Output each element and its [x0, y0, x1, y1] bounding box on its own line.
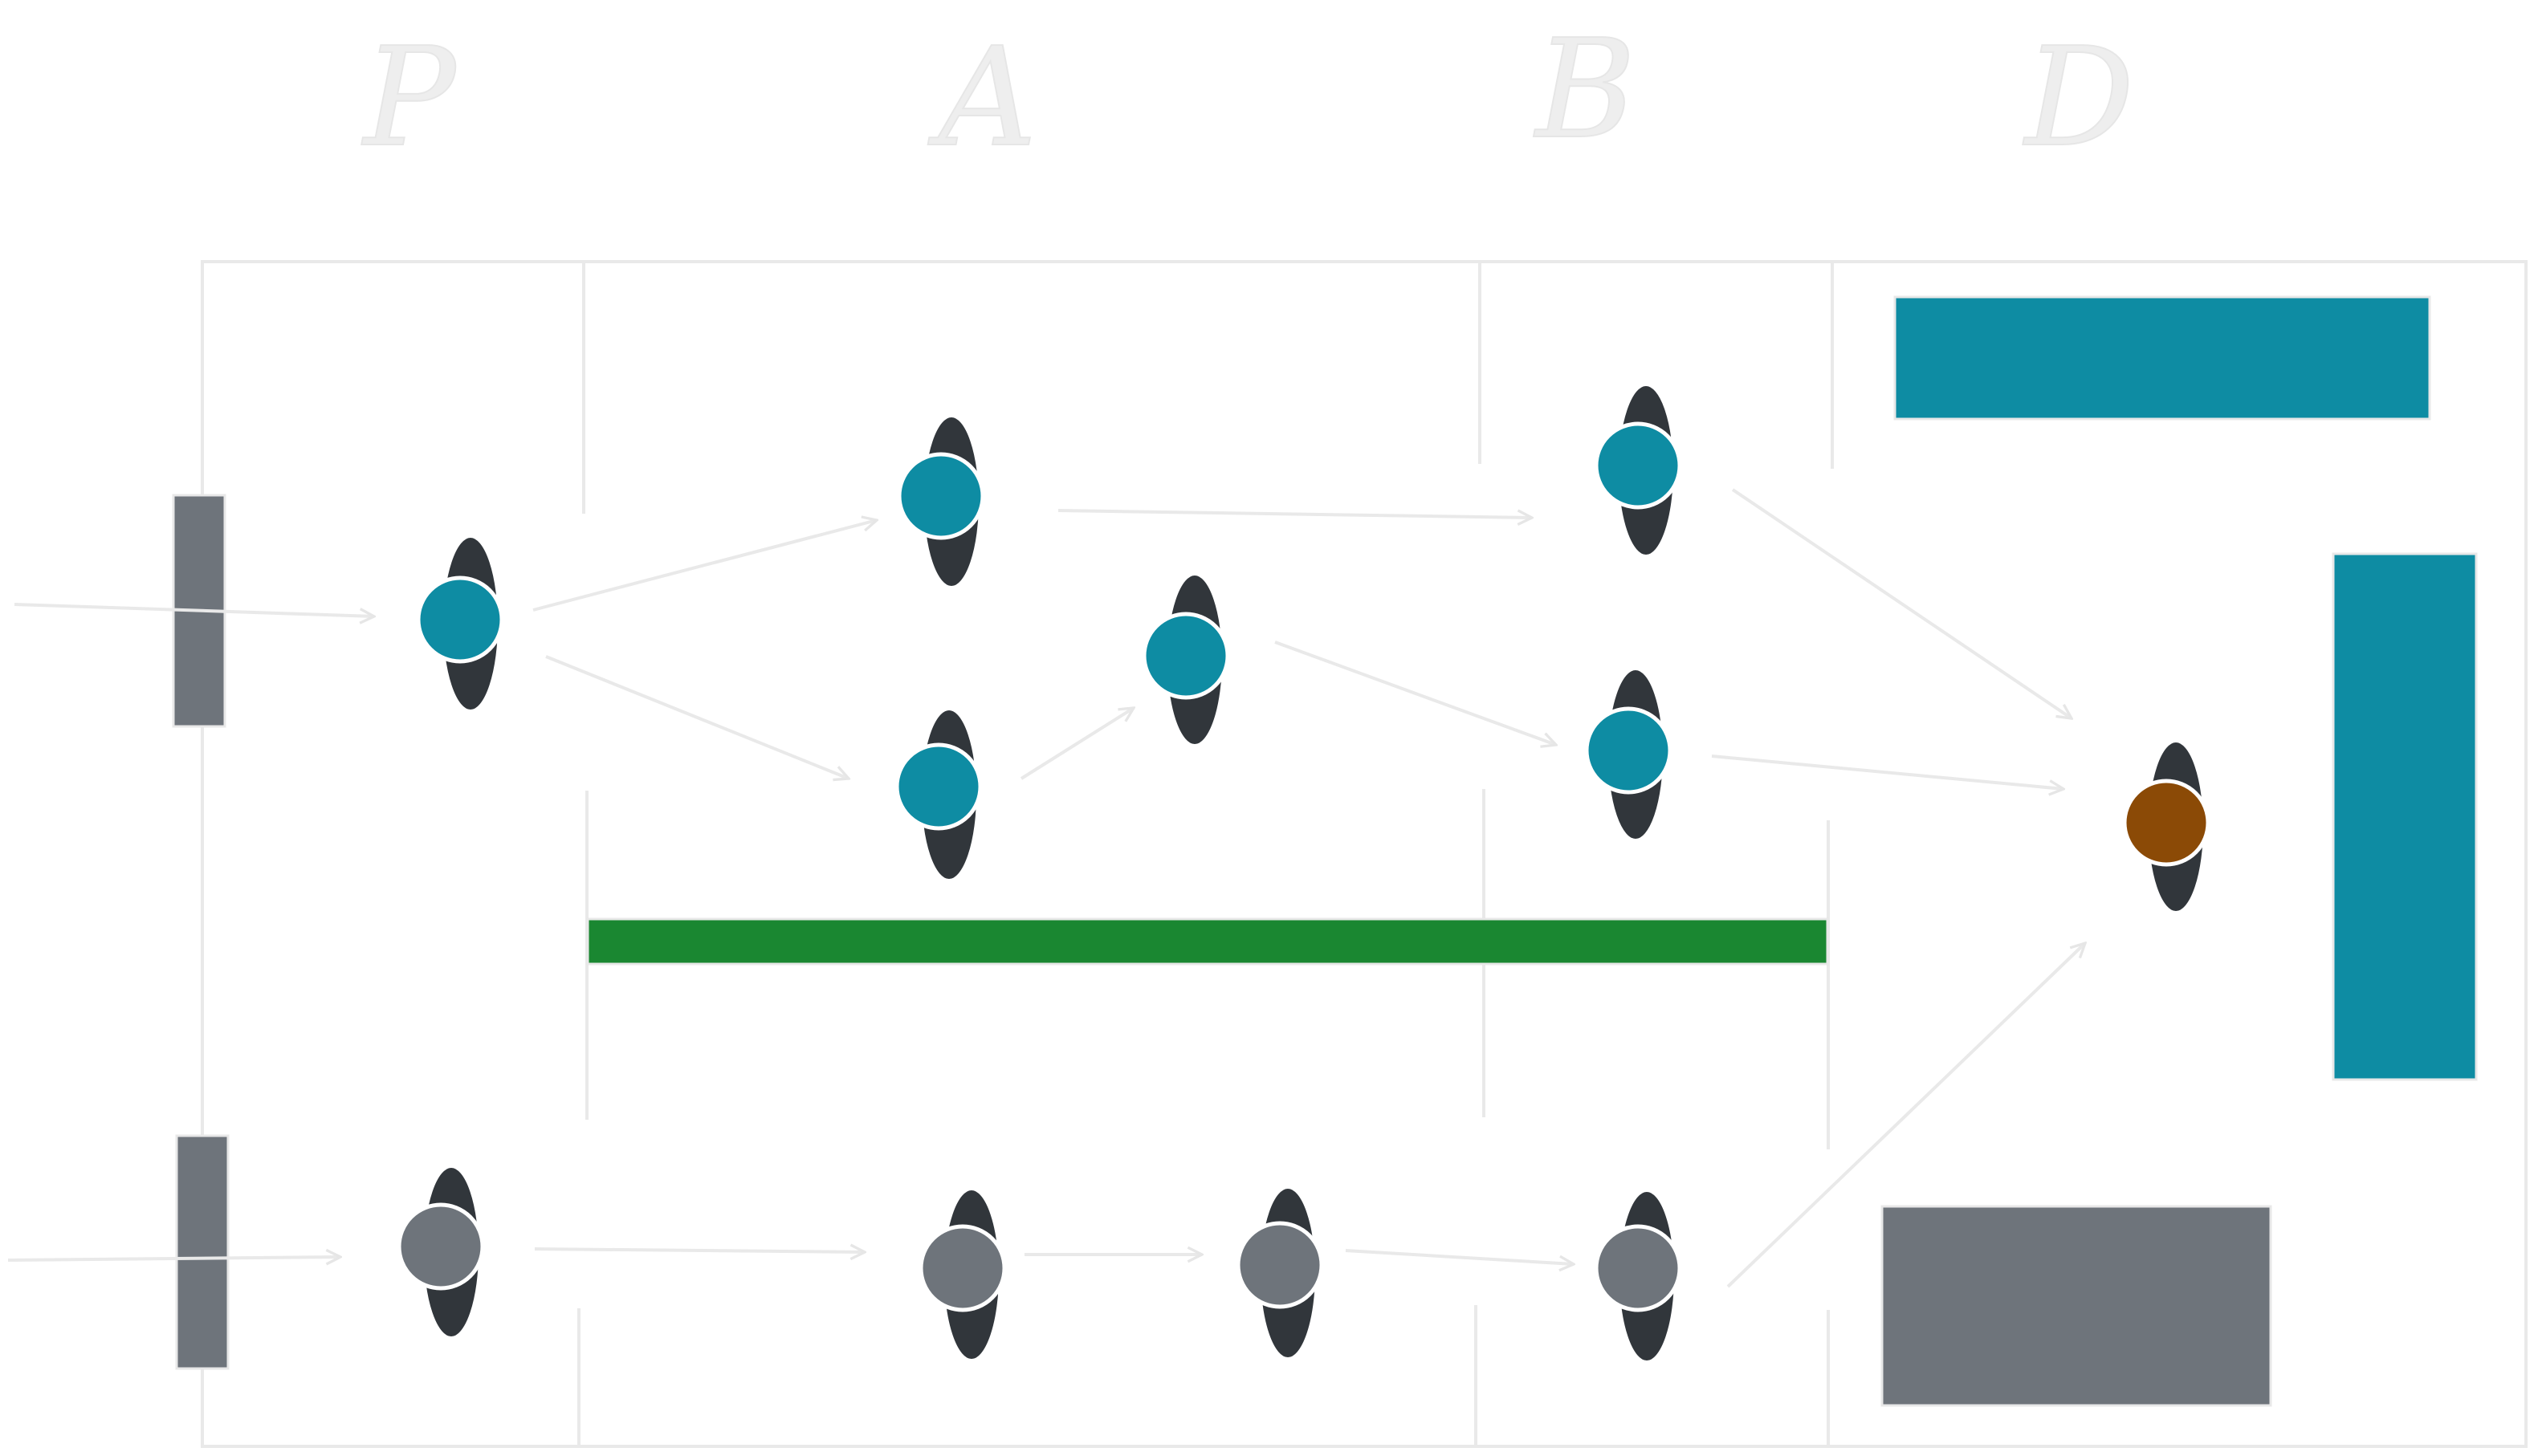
figure-head — [1142, 612, 1230, 700]
figure-head — [1584, 706, 1672, 795]
figure-b-bottom — [1594, 1189, 1682, 1364]
figure-a-bottom-2 — [1236, 1186, 1324, 1360]
figure-head — [1594, 421, 1682, 510]
column-labels: P A B D — [361, 10, 2135, 178]
d-block-bottom — [1880, 1205, 2272, 1407]
d-block-right — [2332, 552, 2478, 1081]
arrow-p-bottom-to-a-bottom-1 — [534, 1249, 865, 1252]
figure-head — [1236, 1221, 1324, 1309]
d-block-top — [1893, 295, 2431, 421]
figure-b-top — [1594, 383, 1682, 558]
arrow-input-to-p-top — [14, 603, 374, 616]
frame — [201, 260, 2528, 1448]
column-label-p: P — [361, 18, 458, 177]
divider-bar — [586, 917, 1829, 966]
figure-p-bottom — [397, 1165, 485, 1340]
column-label-a: A — [928, 18, 1037, 177]
figure-b-middle — [1584, 667, 1672, 842]
figures — [397, 383, 2210, 1364]
arrow-b-bottom-to-d — [1726, 943, 2085, 1288]
arrow-p-top-to-a-middle — [545, 655, 849, 779]
column-label-d: D — [2023, 18, 2134, 177]
figure-head — [397, 1202, 485, 1291]
arrow-input-to-p-bottom — [7, 1257, 340, 1260]
figure-head — [2122, 779, 2210, 867]
figure-d-target — [2122, 739, 2210, 914]
arrow-b-top-to-d — [1731, 488, 2072, 718]
figure-a-top — [897, 414, 985, 589]
figure-head — [894, 742, 983, 831]
arrow-a-right-to-b-middle — [1274, 641, 1556, 745]
figure-head — [1594, 1224, 1682, 1312]
column-label-b: B — [1534, 10, 1636, 169]
figure-head — [919, 1224, 1007, 1312]
arrow-a-middle-to-a-right — [1020, 708, 1134, 780]
arrow-p-top-to-a-top — [532, 520, 877, 612]
figure-head — [897, 452, 985, 540]
arrow-a-top-to-b-top — [1057, 509, 1532, 518]
figure-a-middle — [894, 707, 983, 882]
input-bar-bottom — [175, 1134, 230, 1370]
arrow-a-bottom-2-to-b-bottom — [1345, 1249, 1574, 1264]
figure-a-right — [1142, 572, 1230, 747]
arrows — [7, 488, 2085, 1288]
figure-head — [416, 575, 504, 664]
blocks — [172, 295, 2478, 1407]
outer-frame — [201, 260, 2528, 1448]
figure-p-top — [416, 535, 504, 713]
figure-a-bottom-1 — [919, 1187, 1007, 1362]
arrow-b-middle-to-d — [1711, 754, 2063, 789]
